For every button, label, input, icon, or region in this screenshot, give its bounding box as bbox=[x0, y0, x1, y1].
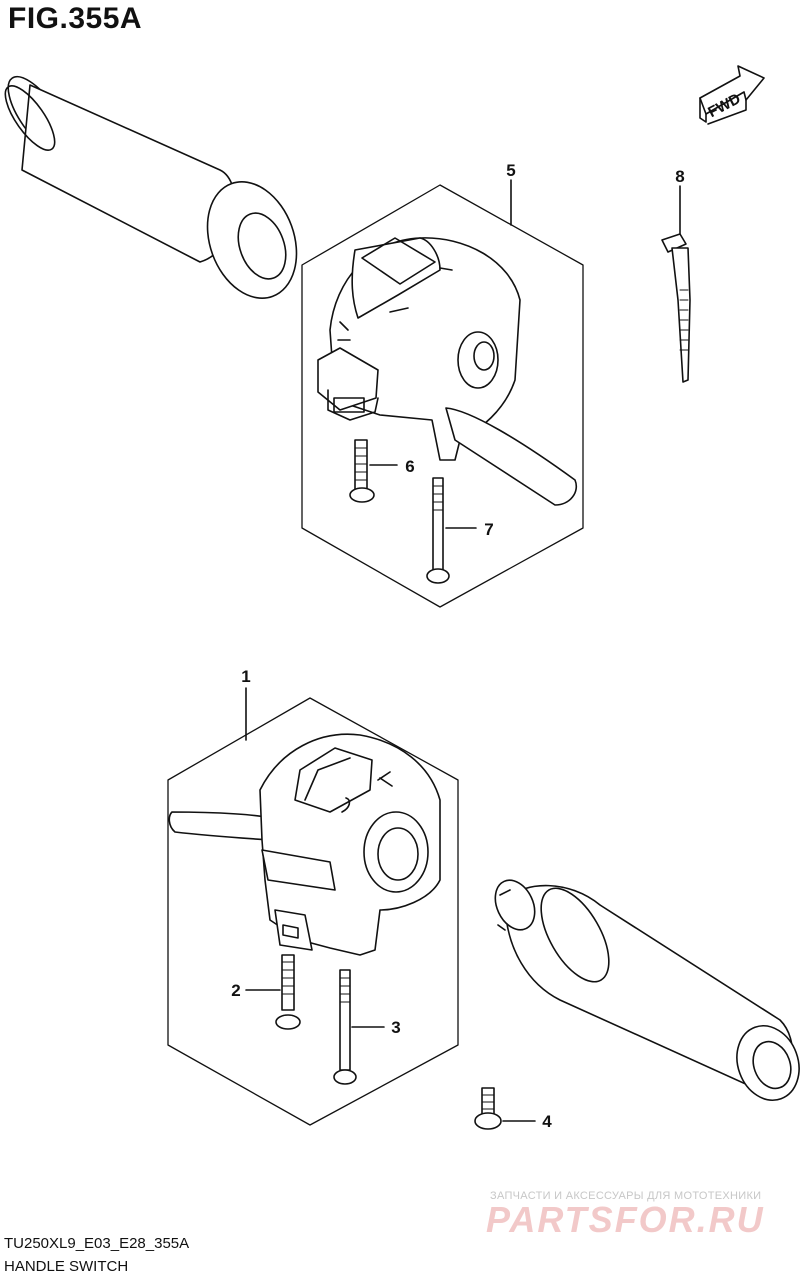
fwd-arrow-icon: FWD bbox=[699, 65, 765, 125]
callout-3: 3 bbox=[391, 1018, 400, 1037]
callout-4: 4 bbox=[542, 1112, 552, 1131]
switch-box-right bbox=[301, 179, 584, 608]
screw-7 bbox=[426, 477, 477, 584]
screw-6 bbox=[349, 439, 398, 503]
switch-box-left bbox=[167, 687, 459, 1126]
handle-grip-left bbox=[4, 75, 298, 299]
cable-tie-8 bbox=[661, 185, 691, 383]
screw-3 bbox=[333, 969, 385, 1085]
callout-5: 5 bbox=[506, 161, 515, 180]
handle-grip-right bbox=[494, 879, 800, 1101]
callout-7: 7 bbox=[484, 520, 493, 539]
figure-code: TU250XL9_E03_E28_355A bbox=[4, 1235, 190, 1252]
screw-4 bbox=[474, 1087, 536, 1130]
watermark-subtitle: ЗАПЧАСТИ И АКСЕССУАРЫ ДЛЯ МОТОТЕХНИКИ bbox=[490, 1190, 762, 1202]
callout-8: 8 bbox=[675, 167, 684, 186]
watermark-brand: PARTSFOR.RU bbox=[486, 1199, 765, 1240]
callout-1: 1 bbox=[241, 667, 250, 686]
callout-6: 6 bbox=[405, 457, 414, 476]
callout-2: 2 bbox=[231, 981, 240, 1000]
figure-title: FIG.355A bbox=[8, 2, 143, 35]
figure-name: HANDLE SWITCH bbox=[4, 1258, 129, 1275]
screw-2 bbox=[245, 954, 301, 1030]
